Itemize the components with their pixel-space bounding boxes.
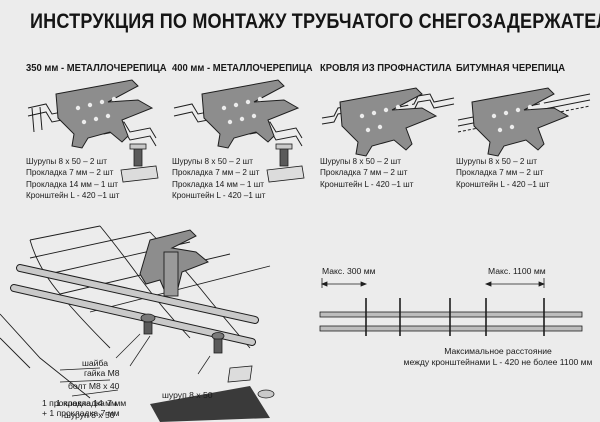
label-screw-left: шуруп 8 х 50 (64, 410, 115, 420)
spacing-caption: Максимальное расстояние между кронштейна… (400, 346, 596, 368)
bracket-plate (201, 79, 300, 149)
spec-item: Шурупы 8 х 50 – 2 шт (26, 156, 107, 166)
bracket-plate (55, 79, 154, 149)
spec-item: Кронштейн L - 420 –1 шт (320, 178, 414, 189)
mounting-variants: 350 мм - МЕТАЛЛОЧЕРЕПИЦА Шурупы 8 х 50 (0, 62, 600, 222)
caption-line: Максимальное расстояние (444, 346, 552, 356)
variant-heading: 400 мм - МЕТАЛЛОЧЕРЕПИЦА (172, 62, 313, 74)
bracket-plate (339, 87, 438, 157)
fastener (266, 143, 305, 183)
label-max-300: Макс. 300 мм (322, 266, 376, 276)
spec-item: Прокладка 14 мм – 1 шт (26, 178, 119, 189)
spec-item: Прокладка 7 мм – 2 шт (26, 167, 114, 178)
variant-profiled-sheet: КРОВЛЯ ИЗ ПРОФНАСТИЛА Шурупы 8 х 50 – 2 … (320, 62, 468, 222)
variant-metal-tile-350: 350 мм - МЕТАЛЛОЧЕРЕПИЦА Шурупы 8 х 50 (26, 62, 174, 222)
spec-item: Шурупы 8 х 50 – 2 шт (456, 156, 537, 166)
roof-sheets (0, 225, 271, 399)
spec-item: Кронштейн L - 420 –1 шт (26, 189, 120, 200)
spec-item: Шурупы 8 х 50 – 2 шт (172, 156, 253, 166)
label-gasket-7: 1 прокладка 7 мм (56, 398, 127, 408)
bracket-3d (139, 229, 209, 297)
label-max-1100: Макс. 1100 мм (488, 266, 546, 276)
spec-item: Прокладка 7 мм – 2 шт (320, 167, 408, 178)
bracket-plate (471, 87, 570, 157)
variant-heading: 350 мм - МЕТАЛЛОЧЕРЕПИЦА (26, 62, 167, 74)
hardware (140, 313, 275, 401)
leader-lines (59, 333, 211, 397)
spec-item: Прокладка 7 мм – 2 шт (172, 167, 260, 178)
label-washer: шайба (82, 358, 108, 368)
label-bolt: болт М8 х 40 (68, 381, 120, 391)
variant-metal-tile-400: 400 мм - МЕТАЛЛОЧЕРЕПИЦА Шурупы 8 х 50 –… (172, 62, 320, 222)
label-gasket-14-plus: + 1 прокладка 7 мм (42, 408, 120, 418)
bracket-illustration (457, 87, 591, 157)
ground-shadow (150, 386, 270, 422)
spec-list: Шурупы 8 х 50 – 2 шт Прокладка 7 мм – 2 … (456, 156, 554, 190)
spec-list: Шурупы 8 х 50 – 2 шт Прокладка 7 мм – 2 … (26, 156, 124, 201)
bracket-illustration (173, 79, 305, 183)
spec-item: Кронштейн L - 420 –1 шт (172, 189, 266, 200)
caption-line: между кронштейнами L - 420 не более 1100… (403, 357, 593, 367)
fastener (120, 143, 159, 183)
assembly-illustration (0, 225, 275, 422)
dimension-arrows (320, 278, 546, 288)
bracket-markers (365, 298, 545, 336)
spec-item: Прокладка 14 мм – 1 шт (172, 178, 265, 189)
spec-item: Кронштейн L - 420 –1 шт (456, 178, 550, 189)
label-screw-right: шуруп 8 х 50 (162, 390, 213, 400)
variant-bitumen-shingle: БИТУМНАЯ ЧЕРЕПИЦА Шурупы 8 х 50 – 2 шт П… (456, 62, 600, 222)
spacing-illustration (319, 278, 583, 336)
pipe-rails (319, 311, 583, 332)
pipes (10, 264, 259, 346)
variant-heading: БИТУМНАЯ ЧЕРЕПИЦА (456, 62, 566, 74)
page-title: ИНСТРУКЦИЯ ПО МОНТАЖУ ТРУБЧАТОГО СНЕГОЗА… (30, 10, 600, 33)
spec-list: Шурупы 8 х 50 – 2 шт Прокладка 7 мм – 2 … (320, 156, 418, 190)
spec-item: Шурупы 8 х 50 – 2 шт (320, 156, 401, 166)
spec-item: Прокладка 7 мм – 2 шт (456, 167, 544, 178)
label-nut: гайка М8 (84, 368, 120, 378)
bracket-illustration (27, 79, 159, 183)
label-gasket-14: 1 прокладка 14 мм (42, 398, 117, 408)
bracket-illustration (321, 87, 455, 157)
spec-list: Шурупы 8 х 50 – 2 шт Прокладка 7 мм – 2 … (172, 156, 270, 201)
variant-heading: КРОВЛЯ ИЗ ПРОФНАСТИЛА (320, 62, 452, 74)
